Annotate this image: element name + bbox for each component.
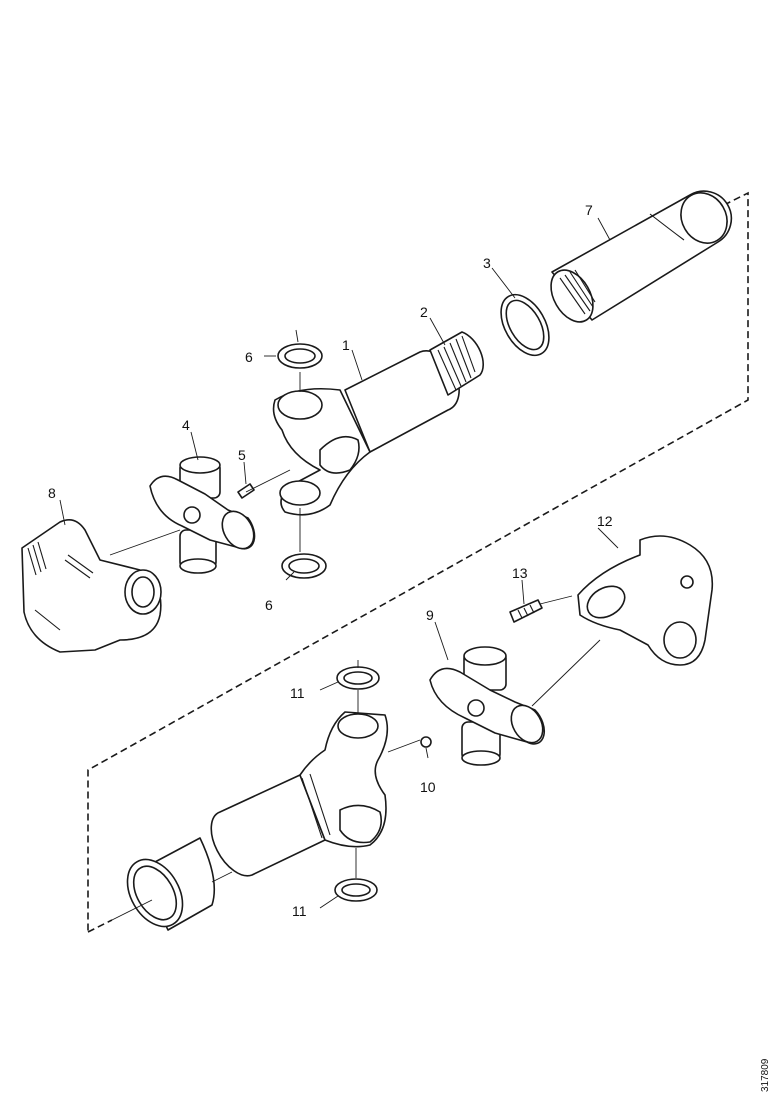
lower-yoke-shaft <box>210 711 389 877</box>
callout-5: 5 <box>238 447 246 463</box>
part-3-seal-ring <box>500 293 550 357</box>
part-4-universal-joint-cross <box>149 456 256 574</box>
callout-8: 8 <box>48 485 56 501</box>
callout-4: 4 <box>182 417 190 433</box>
callout-6-top: 6 <box>245 349 253 365</box>
part-11-bearing-ring-bottom <box>334 878 378 902</box>
part-8-flange-yoke <box>21 519 162 653</box>
part-6-bearing-ring-bottom <box>281 553 327 579</box>
callout-11-top: 11 <box>290 685 305 701</box>
part-13-screw <box>509 599 543 623</box>
part-7-sleeve-tube <box>550 190 733 323</box>
callout-9: 9 <box>426 607 434 623</box>
assembly-frame <box>87 191 749 933</box>
figure-id: 317809 <box>760 1058 771 1092</box>
part-2-spline-end <box>429 331 484 396</box>
leader-lines <box>59 217 619 921</box>
callout-7: 7 <box>585 202 593 218</box>
part-11-bearing-ring-top <box>336 666 380 690</box>
callout-10: 10 <box>420 779 436 795</box>
callout-2: 2 <box>420 304 428 320</box>
callout-3: 3 <box>483 255 491 271</box>
callout-12: 12 <box>597 513 613 529</box>
callout-11-bottom: 11 <box>292 903 307 919</box>
part-6-bearing-ring-top <box>277 343 323 369</box>
part-5-grease-nipple <box>237 483 255 499</box>
part-10-grease-nipple <box>420 736 432 748</box>
part-9-universal-joint-cross <box>429 646 545 766</box>
part-1-slip-yoke <box>272 350 460 516</box>
callout-1: 1 <box>342 337 350 353</box>
lower-sleeve-tube <box>126 837 216 931</box>
callout-13: 13 <box>512 565 528 581</box>
callout-6-bottom: 6 <box>265 597 273 613</box>
part-12-yoke <box>577 535 714 666</box>
